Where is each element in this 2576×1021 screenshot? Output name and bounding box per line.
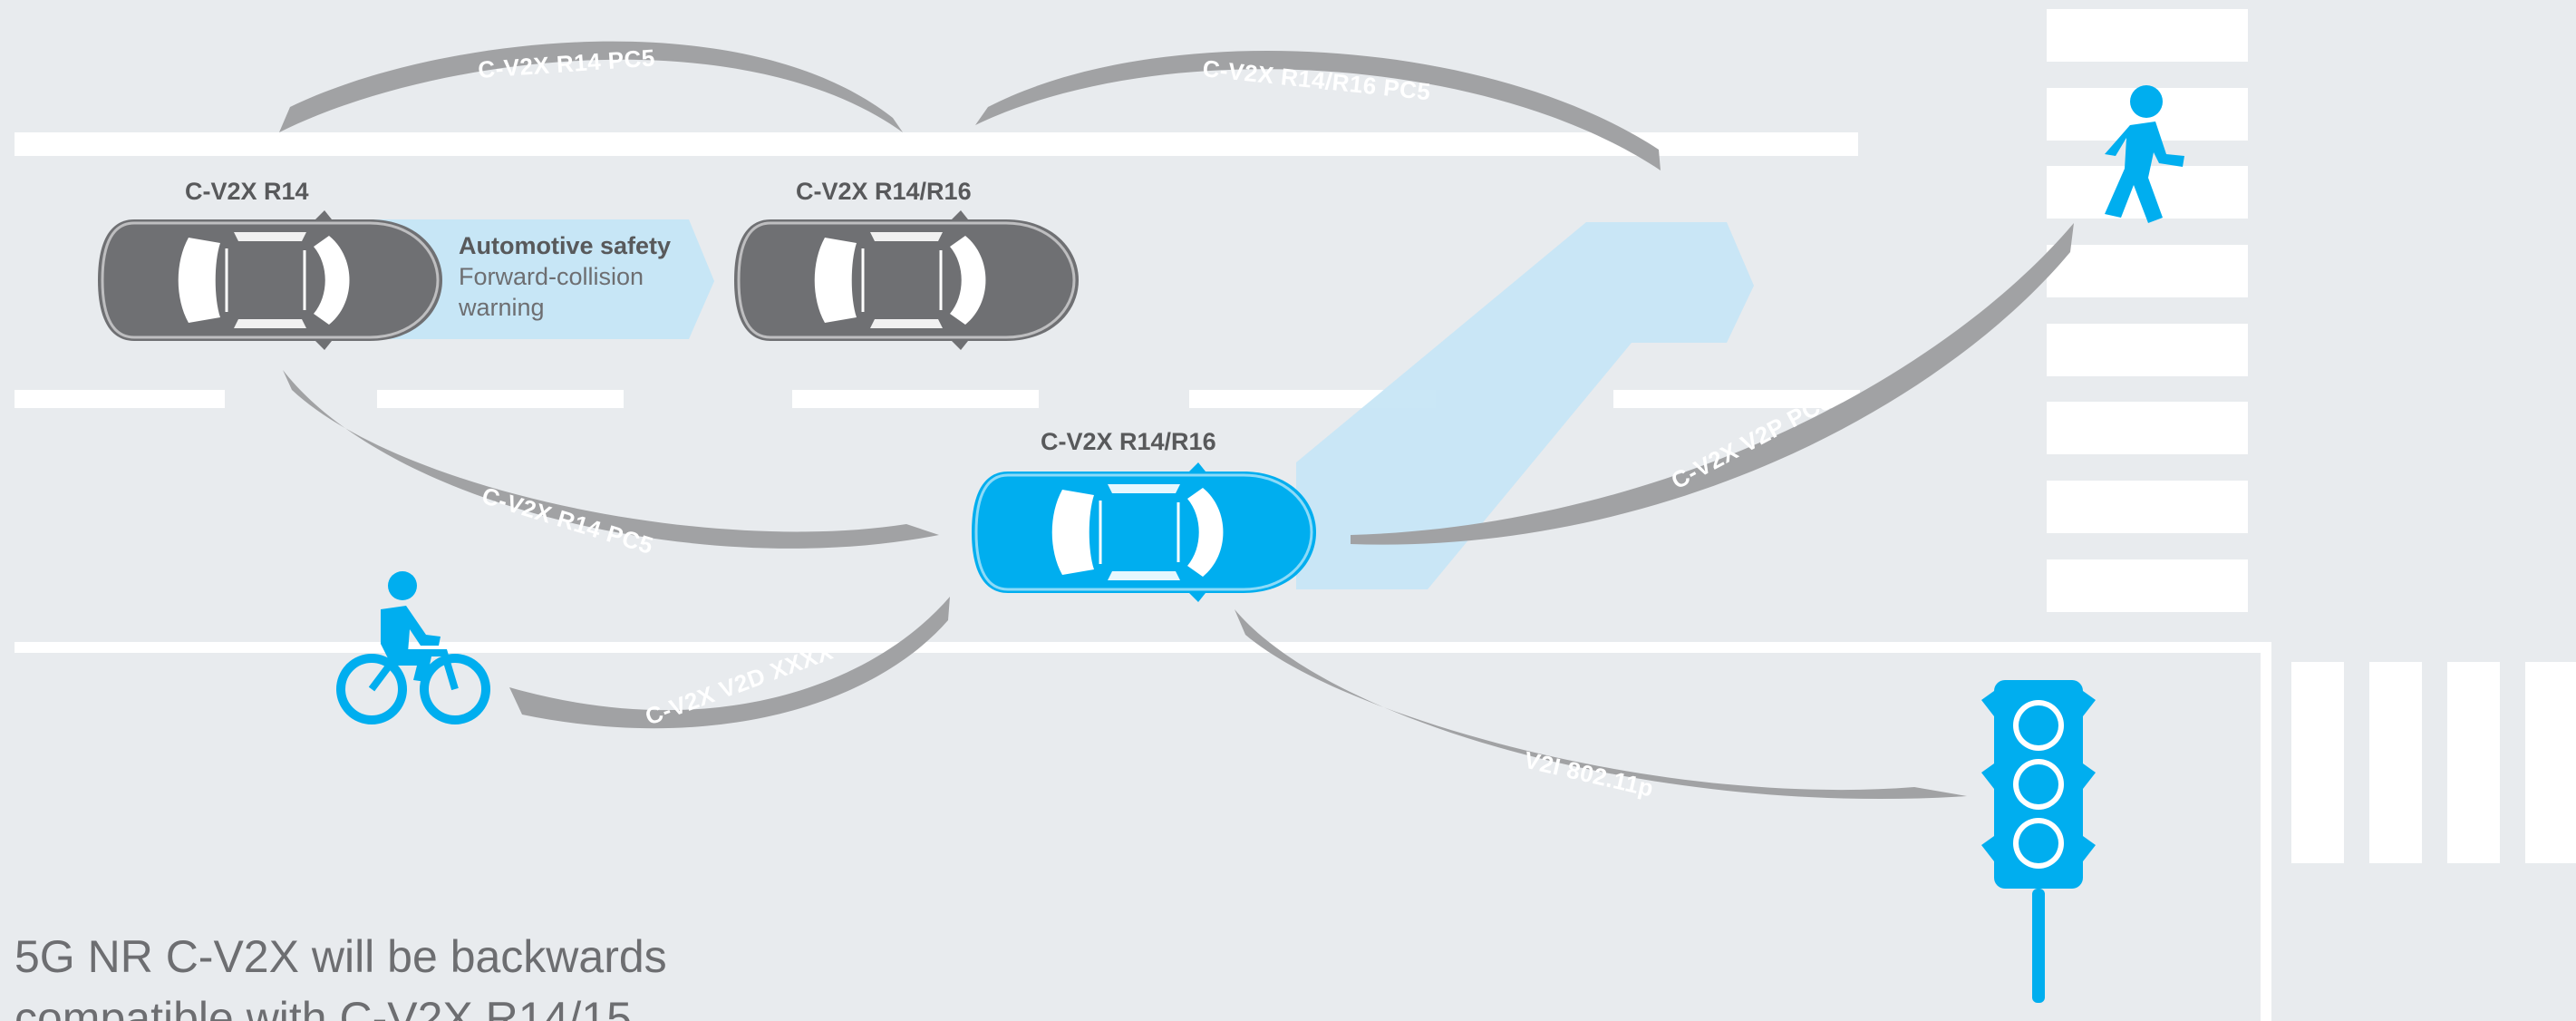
road-edge-vertical [2261, 642, 2271, 1021]
callout-line: Forward-collision [459, 263, 644, 290]
caption-line: compatible with C-V2X R14/15 [15, 993, 632, 1021]
lane-dash [377, 390, 624, 408]
caption-line: 5G NR C-V2X will be backwards [15, 931, 667, 982]
callout-title: Automotive safety [459, 232, 671, 259]
car-label: C-V2X R14/R16 [1041, 428, 1216, 455]
callout-line: warning [458, 294, 545, 321]
lane-dash [792, 390, 1039, 408]
lane-dash [15, 390, 225, 408]
traffic-light-icon [1981, 680, 2096, 1003]
link-arc [509, 597, 950, 728]
link-label: V2I 802.11p [1522, 746, 1657, 802]
car-gray-2 [734, 210, 1079, 350]
road-edge-bottom [15, 642, 2271, 653]
car-gray-1 [98, 210, 442, 350]
lane-line-top [15, 132, 1858, 156]
car-label: C-V2X R14/R16 [796, 178, 972, 205]
car-blue [972, 462, 1316, 602]
caption: 5G NR C-V2X will be backwards compatible… [15, 931, 667, 1021]
link-labels: C-V2X R14 PC5 C-V2X R14/R16 PC5 C-V2X R1… [477, 44, 1836, 802]
car-label: C-V2X R14 [185, 178, 309, 205]
crosswalk-horizontal [2291, 662, 2576, 863]
